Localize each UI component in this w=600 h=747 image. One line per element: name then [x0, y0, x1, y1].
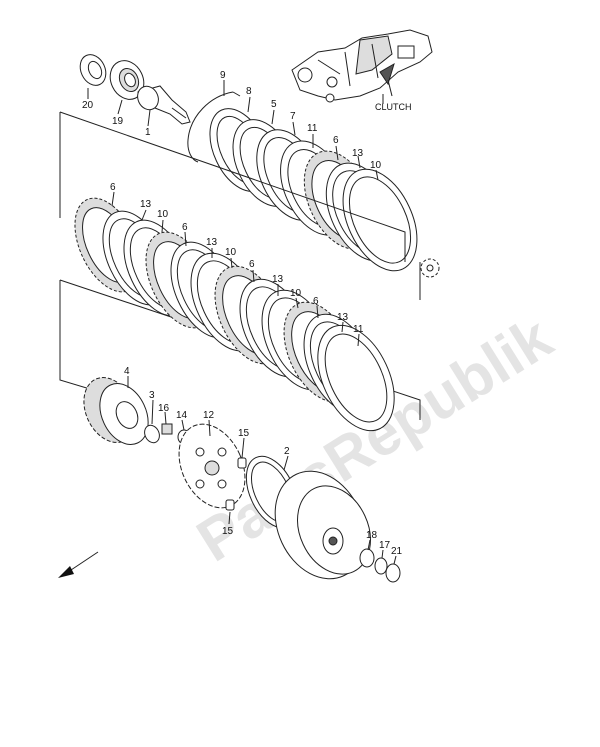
gear-icon	[420, 258, 440, 278]
washer-18	[359, 548, 375, 568]
callout-20: 20	[82, 100, 94, 111]
callout-7: 7	[290, 111, 296, 122]
callout-13: 13	[352, 148, 364, 159]
callout-10: 10	[290, 288, 302, 299]
callout-15: 15	[238, 428, 250, 439]
clutch-sleeve-hub-4	[83, 377, 149, 445]
leader-lines	[87, 80, 397, 565]
bearing-19	[109, 60, 145, 100]
callout-6: 6	[182, 222, 188, 233]
callout-17: 17	[379, 540, 391, 551]
washer-3	[144, 424, 160, 444]
bearing-20	[79, 54, 107, 86]
front-arrow-icon	[58, 551, 99, 578]
callout-13: 13	[206, 237, 218, 248]
upper-plate-stack	[209, 108, 418, 272]
bushing-17	[374, 557, 388, 575]
engine-label: CLUTCH	[375, 102, 412, 112]
callout-8: 8	[246, 86, 252, 97]
spring-15-b	[225, 499, 235, 511]
engine-thumbnail	[291, 29, 433, 103]
callout-10: 10	[370, 160, 382, 171]
callout-6: 6	[249, 259, 255, 270]
callout-4: 4	[124, 366, 130, 377]
callout-13: 13	[337, 312, 349, 323]
callout-15: 15	[222, 526, 234, 537]
callout-10: 10	[157, 209, 169, 220]
callout-16: 16	[158, 403, 170, 414]
callout-11: 11	[353, 324, 364, 335]
callout-10: 10	[225, 247, 237, 258]
callout-6: 6	[333, 135, 339, 146]
callout-9: 9	[220, 70, 226, 81]
pressure-plate-12	[178, 423, 246, 509]
callout-6: 6	[313, 296, 319, 307]
callout-19: 19	[112, 116, 124, 127]
callout-labels: 20 19 1 9 8 5 7 11 6 13 10 6 13 10 6 13 …	[82, 70, 403, 557]
callout-6: 6	[110, 182, 116, 193]
nut-16	[161, 423, 173, 435]
nut-21	[385, 563, 401, 583]
clutch-housing	[274, 470, 371, 580]
primary-shaft-1	[137, 85, 191, 125]
callout-2: 2	[284, 446, 290, 457]
callout-14: 14	[176, 410, 188, 421]
spring-15-a	[237, 457, 247, 469]
callout-3: 3	[149, 390, 155, 401]
callout-21: 21	[391, 546, 403, 557]
callout-18: 18	[366, 530, 378, 541]
callout-5: 5	[271, 99, 277, 110]
callout-13: 13	[140, 199, 152, 210]
callout-13: 13	[272, 274, 284, 285]
callout-1: 1	[145, 127, 151, 138]
callout-11: 11	[307, 123, 318, 134]
callout-12: 12	[203, 410, 215, 421]
